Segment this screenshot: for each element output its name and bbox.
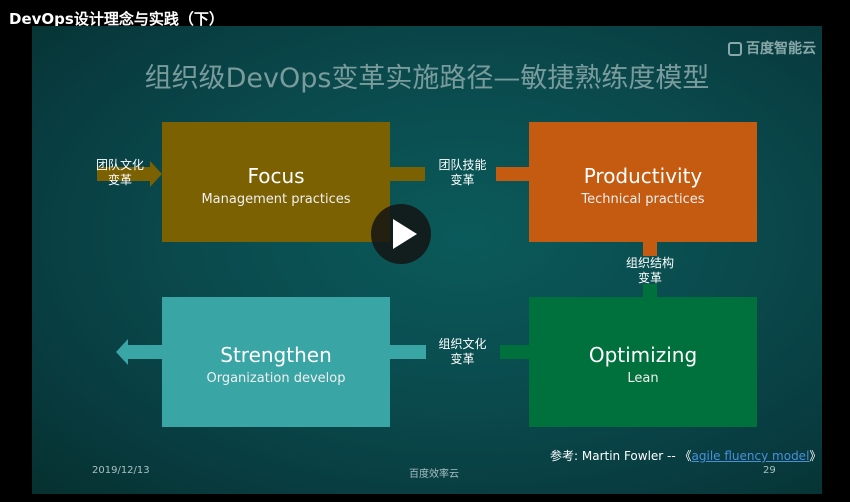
team-culture-label: 团队文化 变革 <box>95 158 144 187</box>
productivity-subtitle: Technical practices <box>581 192 705 207</box>
strengthen-subtitle: Organization develop <box>206 371 346 386</box>
play-icon <box>393 219 417 249</box>
productivity-to-optimizing-connector-top <box>643 240 657 256</box>
play-button[interactable] <box>371 204 431 264</box>
optimizing-to-strengthen-connector-right <box>500 345 530 359</box>
team-culture-arrow <box>97 167 152 181</box>
optimizing-subtitle: Lean <box>627 371 659 386</box>
slide-title: 组织级DevOps变革实施路径—敏捷熟练度模型 <box>144 63 710 94</box>
reference-prefix: 参考: Martin Fowler -- 《 <box>550 449 692 463</box>
focus-title: Focus <box>247 164 305 188</box>
optimizing-to-strengthen-connector-left <box>390 345 426 359</box>
reference-citation: 参考: Martin Fowler -- 《agile fluency mode… <box>550 447 821 464</box>
baidu-cloud-logo: 百度智能云 <box>728 38 816 58</box>
slide-page-number: 29 <box>763 465 776 476</box>
agile-fluency-model-link[interactable]: agile fluency model <box>691 449 810 463</box>
optimizing-title: Optimizing <box>588 343 698 367</box>
slide-date: 2019/12/13 <box>92 465 150 476</box>
logo-text: 百度智能云 <box>746 41 816 57</box>
team-skill-label: 团队技能 变革 <box>438 158 487 187</box>
reference-suffix: 》 <box>809 449 822 463</box>
org-structure-label: 组织结构 变革 <box>625 256 674 285</box>
org-culture-label: 组织文化 变革 <box>438 337 487 366</box>
strengthen-title: Strengthen <box>220 343 332 367</box>
focus-to-productivity-connector-right <box>496 167 530 181</box>
slide-footer-org: 百度效率云 <box>409 469 459 480</box>
optimizing-box: Optimizing Lean <box>529 297 757 427</box>
productivity-to-optimizing-connector-bottom <box>643 284 657 300</box>
cloud-logo-icon <box>728 42 742 56</box>
video-title: DevOps设计理念与实践（下） <box>9 10 224 28</box>
presentation-slide[interactable]: 百度智能云 组织级DevOps变革实施路径—敏捷熟练度模型 Focus Mana… <box>32 26 822 494</box>
team-culture-arrow-head <box>150 161 162 187</box>
outbound-arrow-head <box>116 339 128 365</box>
productivity-box: Productivity Technical practices <box>529 122 757 242</box>
focus-to-productivity-connector <box>390 167 425 181</box>
focus-box: Focus Management practices <box>162 122 390 242</box>
strengthen-box: Strengthen Organization develop <box>162 297 390 427</box>
productivity-title: Productivity <box>583 164 703 188</box>
focus-subtitle: Management practices <box>201 192 351 207</box>
outbound-arrow <box>127 345 163 359</box>
